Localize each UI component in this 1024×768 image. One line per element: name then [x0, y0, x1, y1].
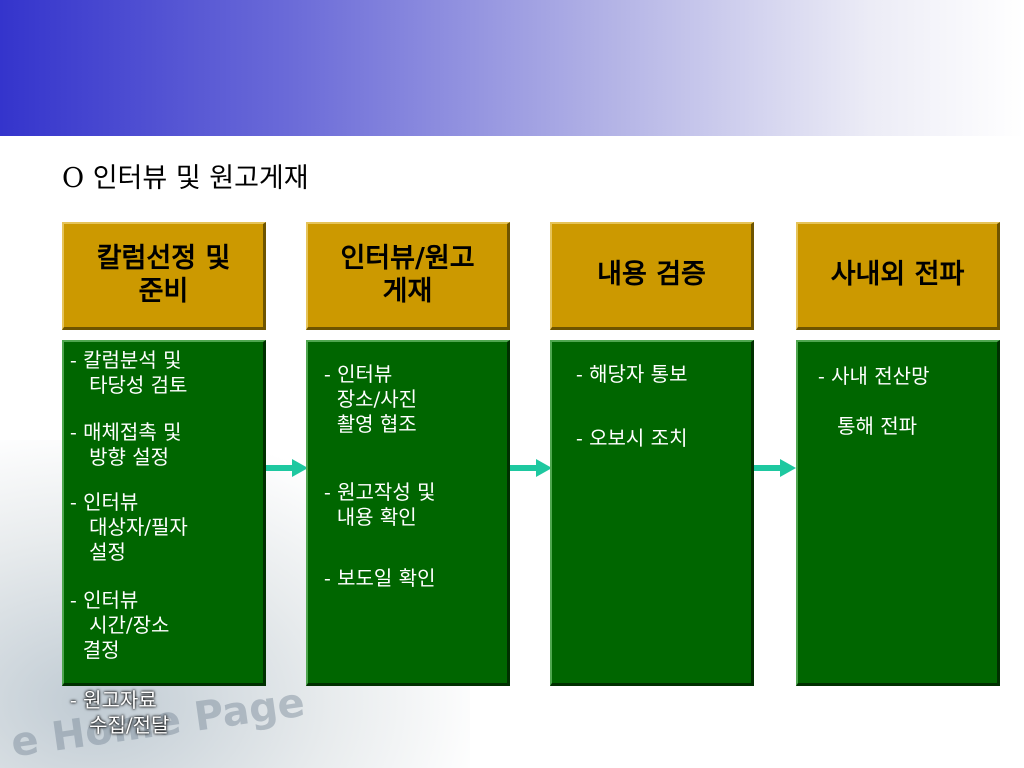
flow-arrow-2	[510, 459, 552, 477]
step-2-item-2: - 원고작성 및 내용 확인	[324, 480, 436, 529]
step-1-item-1: - 칼럼분석 및 타당성 검토	[70, 348, 188, 397]
step-4-body: - 사내 전산망 통해 전파	[796, 340, 1000, 686]
step-1-item-5: - 원고자료 수집/전달	[70, 688, 170, 737]
step-1-header: 칼럼선정 및 준비	[62, 222, 266, 330]
step-1-body: - 칼럼분석 및 타당성 검토 - 매체접촉 및 방향 설정 - 인터뷰 대상자…	[62, 340, 266, 686]
step-3-header-label: 내용 검증	[597, 259, 706, 291]
step-3-header: 내용 검증	[550, 222, 754, 330]
step-1-header-label: 칼럼선정 및 준비	[96, 243, 231, 307]
step-4-header-label: 사내외 전파	[830, 259, 965, 291]
step-1-item-2: - 매체접촉 및 방향 설정	[70, 420, 182, 469]
step-3-body: - 해당자 통보 - 오보시 조치	[550, 340, 754, 686]
top-banner	[0, 0, 1024, 136]
step-3-item-1: - 해당자 통보	[576, 362, 688, 386]
step-4-item-1: - 사내 전산망 통해 전파	[818, 364, 930, 438]
step-4-header: 사내외 전파	[796, 222, 1000, 330]
step-2-item-3: - 보도일 확인	[324, 566, 436, 590]
step-1-item-4: - 인터뷰 시간/장소 결정	[70, 588, 170, 662]
step-1-item-3: - 인터뷰 대상자/필자 설정	[70, 490, 188, 564]
step-3-item-2: - 오보시 조치	[576, 426, 688, 450]
step-2-header: 인터뷰/원고 게재	[306, 222, 510, 330]
flow-arrow-1	[266, 459, 308, 477]
slide-title: O 인터뷰 및 원고게재	[62, 163, 309, 194]
step-2-header-label: 인터뷰/원고 게재	[340, 243, 475, 307]
flow-arrow-3	[754, 459, 796, 477]
step-2-item-1: - 인터뷰 장소/사진 촬영 협조	[324, 362, 418, 436]
step-2-body: - 인터뷰 장소/사진 촬영 협조 - 원고작성 및 내용 확인 - 보도일 확…	[306, 340, 510, 686]
